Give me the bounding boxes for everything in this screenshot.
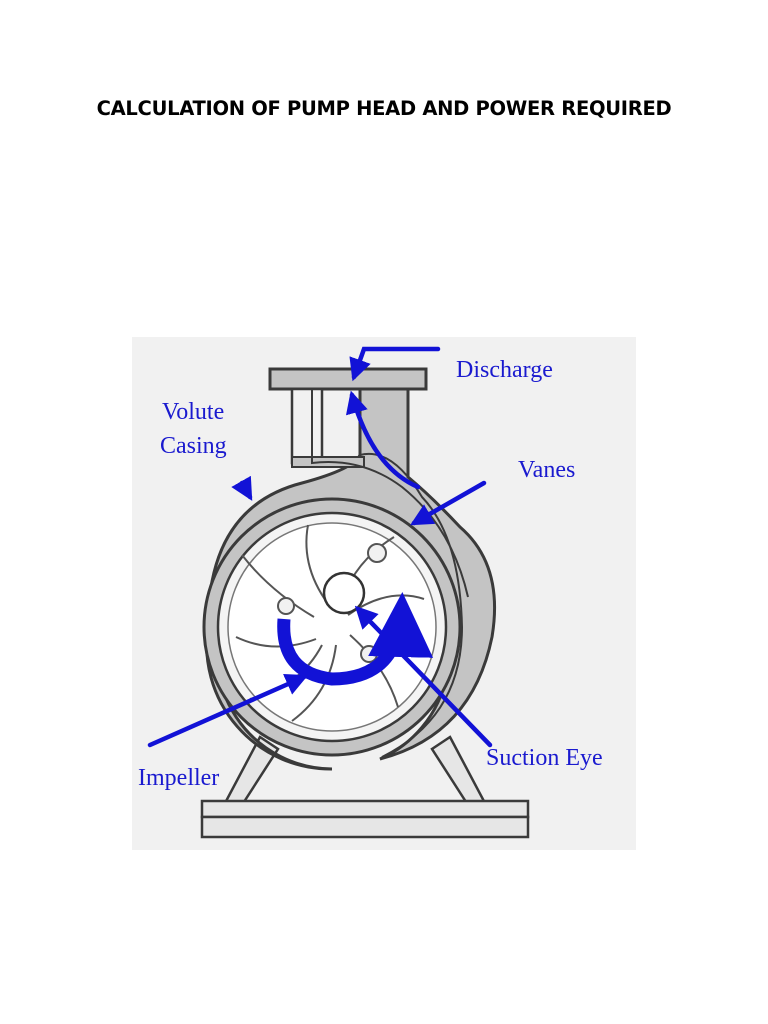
impeller-pointer-arrow bbox=[147, 673, 309, 748]
pump-base bbox=[200, 735, 530, 839]
centrifugal-pump-diagram: Discharge Volute Casing Vanes Impeller S… bbox=[132, 337, 636, 850]
label-vanes: Vanes bbox=[518, 457, 575, 483]
label-discharge: Discharge bbox=[456, 357, 553, 383]
label-casing: Casing bbox=[160, 433, 227, 459]
discharge-pointer-arrow bbox=[349, 346, 441, 382]
volute-pointer-arrow bbox=[231, 475, 253, 501]
rotation-arrow bbox=[277, 592, 434, 686]
label-suction-eye: Suction Eye bbox=[486, 745, 603, 771]
discharge-flow-arrow bbox=[345, 390, 421, 490]
suction-eye bbox=[322, 571, 366, 615]
label-volute: Volute bbox=[162, 399, 224, 425]
label-impeller: Impeller bbox=[138, 765, 219, 791]
page-title: CALCULATION OF PUMP HEAD AND POWER REQUI… bbox=[96, 97, 672, 120]
vanes-pointer-arrow bbox=[410, 480, 487, 526]
impeller bbox=[216, 511, 448, 743]
discharge-flange bbox=[268, 367, 469, 598]
